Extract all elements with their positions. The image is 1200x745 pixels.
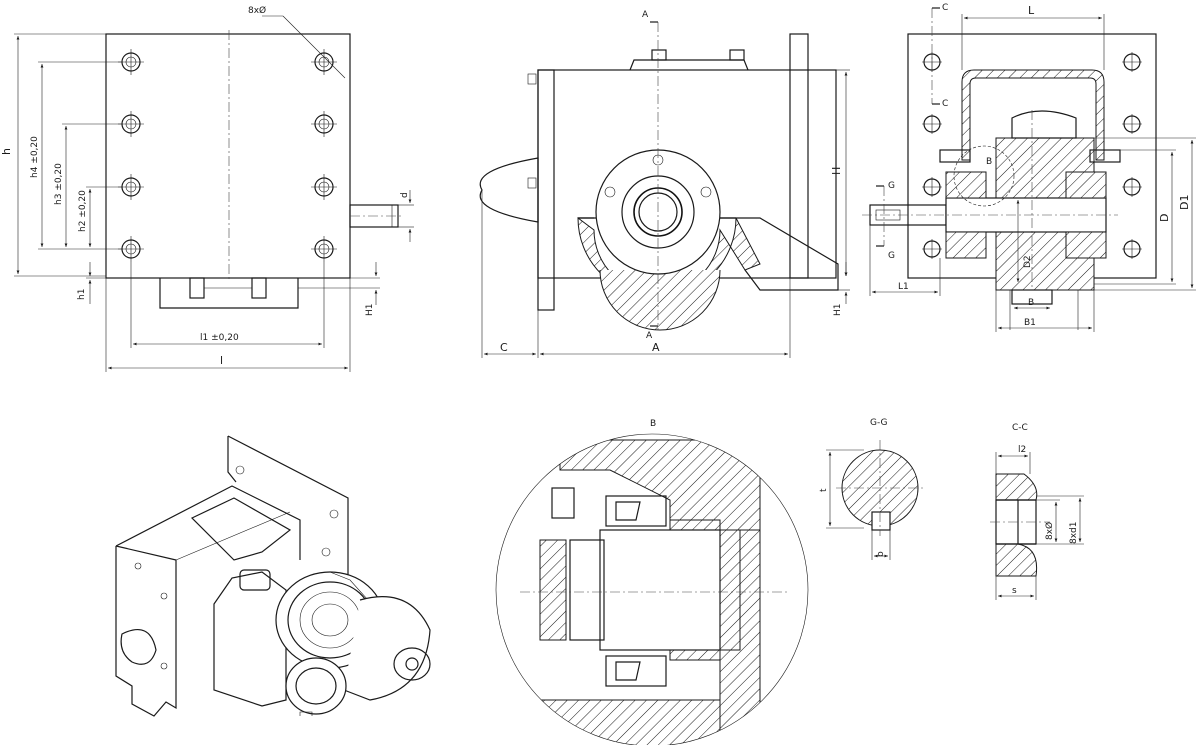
dim-L: L [1028,4,1035,17]
section-a-bottom: A [646,331,653,341]
gg-dim-t: t [819,488,829,492]
dim-side-H1: H1 [833,304,843,317]
section-a-top: A [642,10,649,20]
dim-D2: D2 [1023,255,1033,268]
dim-D1: D1 [1178,195,1191,210]
dim-B: B [1028,298,1034,308]
section-c-mid: C [942,99,948,109]
dim-L1: L1 [898,282,909,292]
section-gg-title: G-G [870,418,888,428]
iso-cone-cover [120,629,157,665]
section-view: C C L B G G D D1 D2 L1 B [862,3,1196,332]
dim-H: H [830,167,843,175]
section-g-bottom: G [888,251,895,261]
dim-D: D [1158,214,1171,222]
dim-h2: h2 ±0,20 [78,190,88,232]
side-view: A A H H1 C A [479,10,850,358]
dim-l: l [220,354,223,367]
detail-b-marker: B [986,157,992,167]
front-view: h h4 ±0,20 h3 ±0,20 h2 ±0,20 h1 H1 d [0,5,414,372]
bolt-holes-right [314,52,334,259]
section-c-c: C-C l2 8xØ 8xd1 s [990,423,1084,600]
gg-dim-b: b [876,551,886,557]
section-g-g: G-G t b [819,418,924,560]
bolt-holes-left [121,52,141,259]
dim-H1: H1 [365,304,375,317]
detail-b-title: B [650,419,656,429]
dim-h3: h3 ±0,20 [54,163,64,205]
cc-dim-hole: 8xØ [1044,522,1055,540]
dim-h1: h1 [77,289,87,300]
dim-l1: l1 ±0,20 [200,333,239,343]
section-cc-title: C-C [1012,423,1028,433]
dim-C: C [500,341,508,354]
cc-dim-s: s [1012,586,1017,596]
mounting-plate-outline [105,33,351,279]
section-c-top: C [942,3,948,13]
cone-cover [479,157,539,223]
dim-d: d [400,192,410,198]
dim-h: h [0,148,13,155]
isometric-view [115,435,431,717]
iso-body [115,546,177,717]
cc-dim-thread: 8xd1 [1069,522,1079,545]
dim-B1: B1 [1024,318,1036,328]
bolt-callout: 8xØ [248,5,266,16]
cc-dim-l2: l2 [1018,445,1026,455]
dim-h4: h4 ±0,20 [30,136,40,178]
dim-A: A [652,341,660,354]
detail-b: B [495,419,809,745]
section-g-top: G [888,181,895,191]
